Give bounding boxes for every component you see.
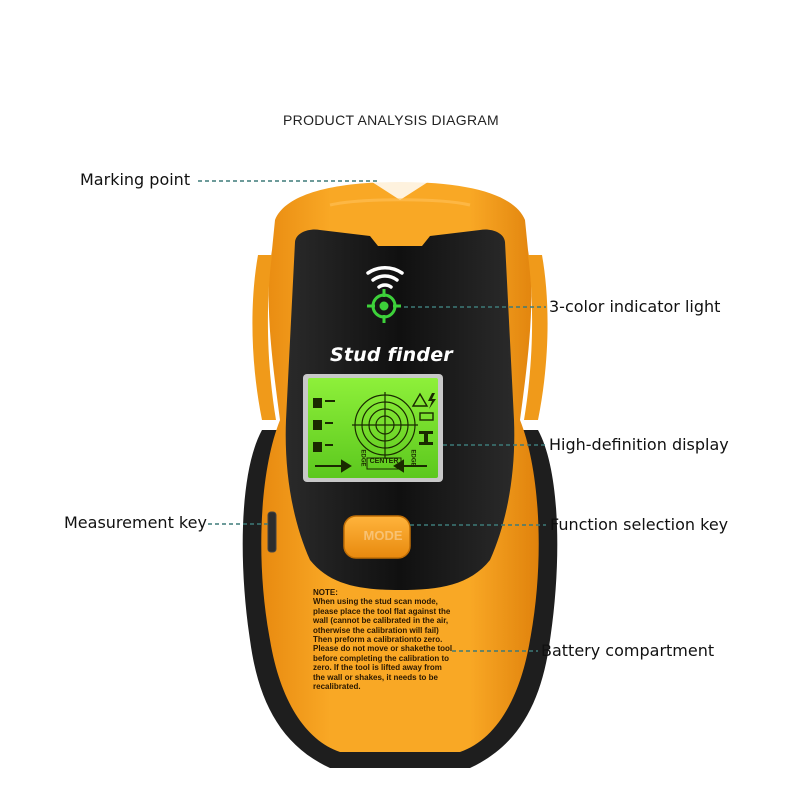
- lcd-edge-label-left: EDGE: [359, 449, 366, 467]
- i-beam-icon: [419, 431, 433, 445]
- lightning-icon: [428, 393, 436, 409]
- callout-function-key: Function selection key: [550, 515, 729, 534]
- wifi-signal-icon: [366, 265, 404, 289]
- marking-notch: [372, 182, 428, 200]
- mode-button[interactable]: MODE: [363, 528, 403, 543]
- warning-icon: [411, 392, 429, 407]
- measurement-key-shape: [267, 511, 277, 553]
- note-text: When using the stud scan mode, please pl…: [313, 597, 453, 692]
- callout-display: High-definition display: [549, 435, 729, 454]
- crosshair-target-icon: [367, 289, 401, 323]
- lcd-depth-icons: [313, 398, 335, 452]
- note-panel: NOTE: When using the stud scan mode, ple…: [313, 588, 453, 691]
- lcd-radar: [352, 392, 418, 458]
- brand-label: Stud finder: [330, 344, 453, 366]
- mode-button-shape: [343, 515, 411, 559]
- lcd-center-box: [366, 457, 402, 470]
- callout-battery: Battery compartment: [541, 641, 715, 660]
- callout-measurement-key: Measurement key: [64, 513, 207, 532]
- callout-indicator-light: 3-color indicator light: [549, 297, 721, 316]
- leader-lines: [198, 180, 546, 652]
- callout-marking-point: Marking point: [80, 170, 191, 189]
- battery-icon: [419, 412, 434, 421]
- lcd-edge-label-right: EDGE: [409, 449, 416, 467]
- note-heading: NOTE:: [313, 588, 338, 597]
- lcd-center-label: CENTER: [369, 458, 399, 465]
- diagram-title: PRODUCT ANALYSIS DIAGRAM: [283, 112, 499, 128]
